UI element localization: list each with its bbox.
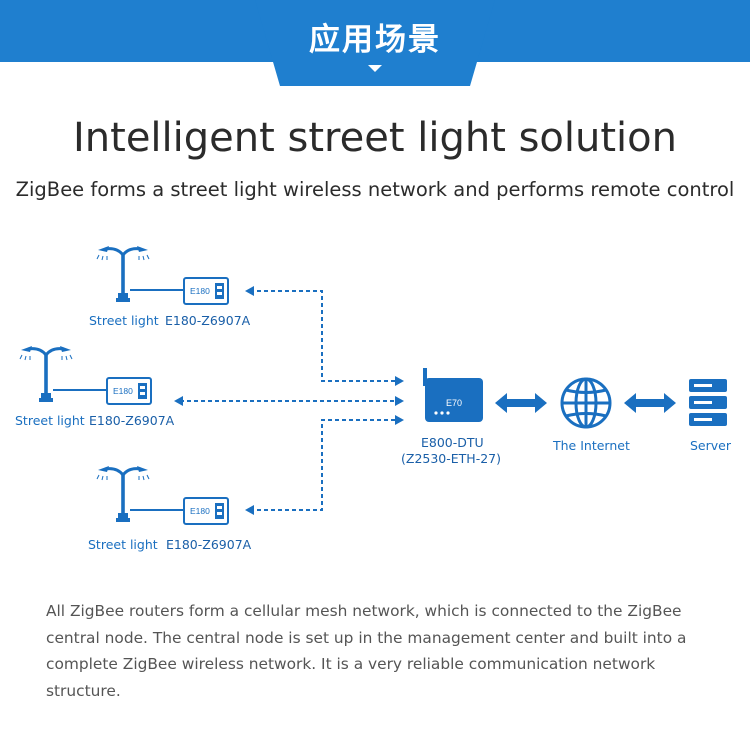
module-label: E180-Z6907A — [166, 537, 252, 552]
module-label: E180-Z6907A — [165, 313, 251, 328]
street-light-label: Street light — [88, 537, 158, 552]
header-tab-shape — [255, 0, 495, 86]
diagram-graphics: E180 E180 E180 — [18, 244, 727, 525]
gateway-chip-text: E70 — [446, 398, 462, 408]
internet-label: The Internet — [553, 438, 630, 453]
module-chip-text: E180 — [113, 386, 133, 396]
street-light-icon — [95, 244, 151, 304]
section-title: 应用场景 — [309, 22, 441, 58]
module-chip-text: E180 — [190, 286, 210, 296]
street-light-icon — [95, 464, 151, 524]
street-light-icon — [18, 344, 74, 404]
network-diagram: E180 E180 E180 — [0, 230, 750, 560]
gateway-label: E800-DTU — [421, 435, 484, 450]
server-icon — [689, 379, 727, 426]
double-arrow-icon — [495, 393, 676, 413]
server-label: Server — [690, 438, 731, 453]
wireless-link-lines — [180, 290, 395, 511]
arrow-heads — [174, 286, 404, 515]
page-title: Intelligent street light solution — [72, 115, 677, 161]
module-chip-text: E180 — [190, 506, 210, 516]
page-subtitle: ZigBee forms a street light wireless net… — [15, 178, 735, 201]
chevron-down-icon — [368, 65, 382, 72]
description-paragraph: All ZigBee routers form a cellular mesh … — [46, 602, 687, 700]
globe-icon — [560, 377, 612, 429]
gateway-device-icon — [423, 368, 483, 422]
module-label: E180-Z6907A — [89, 413, 175, 428]
street-light-label: Street light — [15, 413, 85, 428]
street-light-label: Street light — [89, 313, 159, 328]
gateway-model-label: (Z2530-ETH-27) — [401, 451, 501, 466]
